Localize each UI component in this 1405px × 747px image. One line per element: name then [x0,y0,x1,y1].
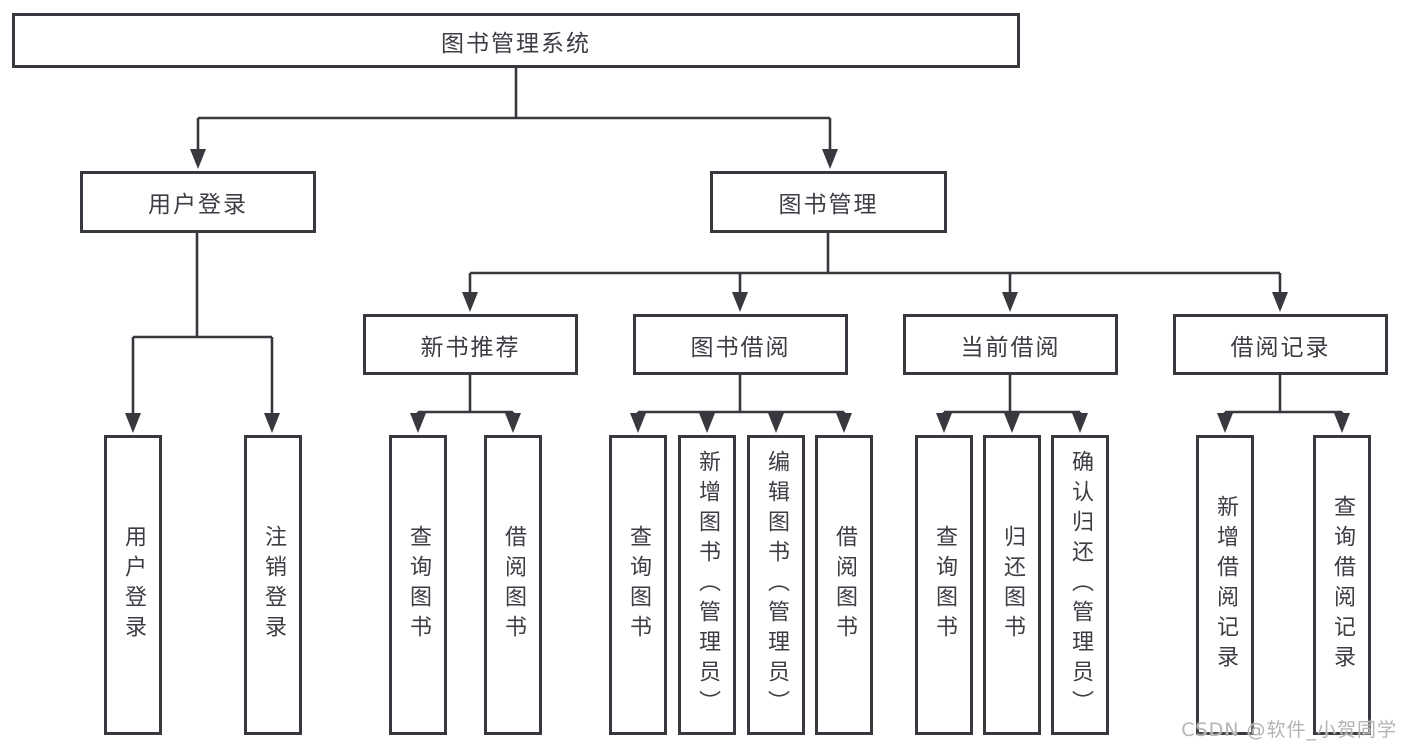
node-label: 图书管理系统 [441,30,591,57]
node-label: 借阅图书 [501,525,526,645]
node-label: 注销登录 [261,525,286,645]
leaf-add-books-admin: 新增图书（管理员） [678,435,736,735]
leaf-query-books-current: 查询图书 [915,435,973,735]
leaf-borrow-books-recommend: 借阅图书 [484,435,542,735]
csdn-watermark: CSDN @软件_小贺同学 [1181,719,1397,741]
node-book-borrowing: 图书借阅 [633,314,848,375]
node-new-book-recommend: 新书推荐 [363,314,578,375]
leaf-borrow-books-borrowing: 借阅图书 [815,435,873,735]
node-borrowing-records: 借阅记录 [1173,314,1388,375]
connector-user-login-children [125,233,280,433]
node-book-management: 图书管理 [710,171,947,233]
leaf-confirm-return-admin: 确认归还（管理员） [1051,435,1109,735]
leaf-return-books: 归还图书 [983,435,1041,735]
node-system-root: 图书管理系统 [12,13,1020,68]
node-label: 归还图书 [1000,525,1025,645]
connector-root-to-level2 [190,68,838,169]
node-label: 新书推荐 [420,334,521,361]
leaf-add-borrow-record: 新增借阅记录 [1196,435,1254,735]
leaf-edit-books-admin: 编辑图书（管理员） [747,435,805,735]
connector-new-book-rec-children [410,375,521,433]
leaf-user-login: 用户登录 [104,435,162,735]
node-label: 借阅记录 [1230,334,1331,361]
node-label: 借阅图书 [832,525,857,645]
node-user-login: 用户登录 [80,171,316,233]
node-label: 新增借阅记录 [1213,495,1238,675]
node-label: 用户登录 [148,192,248,218]
node-label: 当前借阅 [960,334,1061,361]
leaf-query-books-recommend: 查询图书 [389,435,447,735]
leaf-query-books-borrowing: 查询图书 [609,435,667,735]
leaf-query-borrow-record: 查询借阅记录 [1313,435,1371,735]
node-label: 查询借阅记录 [1330,495,1355,675]
connector-current-borrow-children [936,375,1088,433]
node-label: 查询图书 [406,525,431,645]
node-label: 图书借阅 [690,334,791,361]
node-label: 用户登录 [121,525,146,645]
node-current-borrowing: 当前借阅 [903,314,1118,375]
leaf-logout: 注销登录 [244,435,302,735]
connector-borrow-records-children [1217,375,1350,433]
node-label: 确认归还（管理员） [1068,450,1093,720]
node-label: 查询图书 [626,525,651,645]
connector-book-borrow-children [630,375,852,433]
node-label: 编辑图书（管理员） [764,450,789,720]
node-label: 新增图书（管理员） [695,450,720,720]
node-label: 图书管理 [778,192,879,218]
connector-book-mgmt-children [462,233,1288,312]
node-label: 查询图书 [932,525,957,645]
